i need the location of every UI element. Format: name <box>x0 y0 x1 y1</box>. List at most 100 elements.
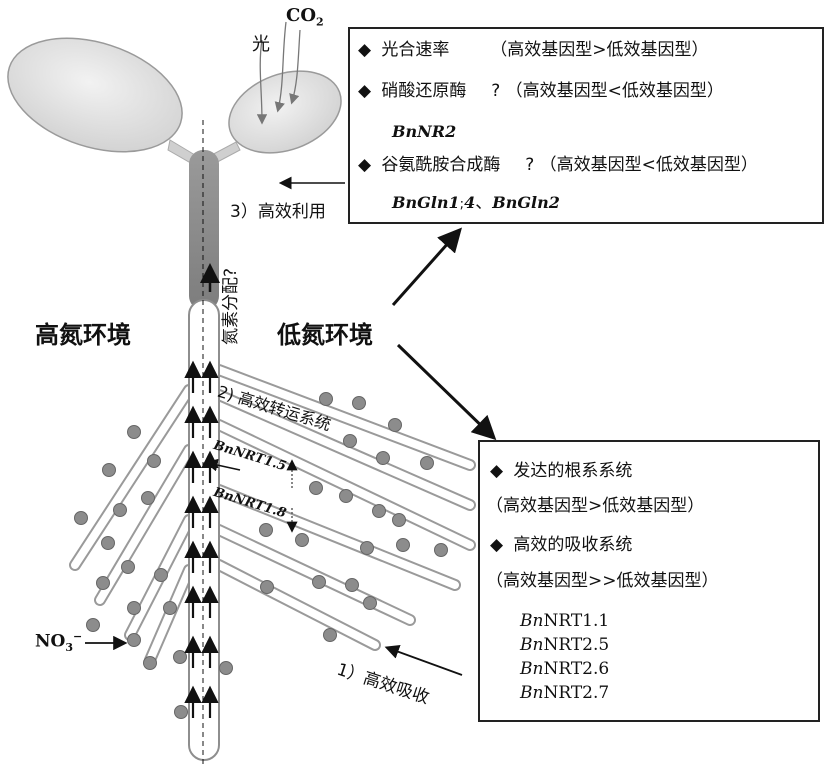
right-lateral-root-inner <box>215 526 414 624</box>
efficient-use-label: 3）高效利用 <box>230 202 326 222</box>
nitrate-granule <box>127 425 141 439</box>
nitrate-granule <box>174 705 188 719</box>
right-lateral-roots <box>213 364 476 651</box>
gene-prefix: Bn <box>520 635 544 655</box>
nitrate-granule <box>141 491 155 505</box>
gs-gene-a: BnGln1 <box>392 193 460 212</box>
efficient-uptake-arrow <box>384 644 463 676</box>
nrt15-arrow <box>204 458 241 472</box>
nitrate-granule <box>163 601 177 615</box>
high-nitrogen-label: 高氮环境 <box>35 321 131 349</box>
nitrate-granule <box>360 541 374 555</box>
gene-name: NRT2.7 <box>543 683 610 703</box>
nitrate-granule <box>295 533 309 547</box>
gs-gene-sep: ; <box>459 197 465 212</box>
diamond-bullet-icon: ◆ <box>358 81 372 101</box>
uptake-system-note: （高效基因型>>低效基因型） <box>486 571 719 591</box>
co2-text: CO <box>286 5 317 26</box>
gene-row: BnNRT2.5 <box>520 634 609 656</box>
co2-label: CO2 <box>286 5 324 29</box>
right-lateral-root-inner <box>215 421 474 549</box>
nitrate-granule <box>309 481 323 495</box>
nitrate-granule <box>113 503 127 517</box>
nitrate-granule <box>352 396 366 410</box>
nitrate-reductase-note: （高效基因型<低效基因型） <box>505 81 724 101</box>
nr-gene: BnNR2 <box>392 122 457 141</box>
nitrate-granule <box>345 578 359 592</box>
top-item-1: ◆ 光合速率 （高效基因型>低效基因型） <box>358 39 708 61</box>
gene-prefix: Bn <box>520 659 544 679</box>
nitrate-label: NO3− <box>35 630 82 654</box>
right-lateral-root-inner <box>215 366 474 469</box>
to-top-box-arrow <box>391 227 462 306</box>
nitrate-granule <box>396 538 410 552</box>
bottom-item-2: ◆ 高效的吸收系统 <box>490 534 632 556</box>
nitrate-granule <box>392 513 406 527</box>
gene-name: NRT2.6 <box>543 659 610 679</box>
nitrate-granule <box>102 463 116 477</box>
root-system-label: 发达的根系系统 <box>513 461 633 481</box>
root-system-note: （高效基因型>低效基因型） <box>486 496 705 516</box>
gene-name: NRT2.5 <box>543 635 610 655</box>
glutamine-synthetase-note: （高效基因型<低效基因型） <box>539 155 758 175</box>
nitrate-granule <box>219 661 233 675</box>
top-item-3: ◆ 谷氨酰胺合成酶 ? （高效基因型<低效基因型） <box>358 154 758 176</box>
photosynthesis-note: （高效基因型>低效基因型） <box>490 40 709 60</box>
nitrate-granule <box>86 618 100 632</box>
to-bottom-box-arrow <box>396 343 497 441</box>
nitrate-granule <box>420 456 434 470</box>
nitrate-granule <box>143 656 157 670</box>
shoot-mechanism-box: ◆ 光合速率 （高效基因型>低效基因型） ◆ 硝酸还原酶 ? （高效基因型<低效… <box>348 27 824 224</box>
nitrate-granule <box>434 543 448 557</box>
stem <box>189 150 219 310</box>
nitrate-granule <box>154 568 168 582</box>
left-lateral-root-inner <box>71 386 193 569</box>
nitrate-granule <box>127 601 141 615</box>
gs-gene-d: BnGln2 <box>492 193 560 212</box>
left-lateral-roots <box>69 384 195 666</box>
gs-gene-b: 4 <box>464 193 476 212</box>
nitrate-granule <box>121 560 135 574</box>
glutamine-synthetase-label: 谷氨酰胺合成酶 <box>381 155 501 175</box>
nitrate-granule <box>372 504 386 518</box>
nitrate-granule <box>74 511 88 525</box>
nitrogen-allocation-label: 氮素分配? <box>221 267 241 345</box>
gene-row: BnNRT2.7 <box>520 682 609 704</box>
gs-gene-c: 、 <box>475 193 493 213</box>
gene-prefix: Bn <box>520 611 544 631</box>
nitrate-superscript: − <box>73 630 83 643</box>
gene-name: NRT1.1 <box>543 611 610 631</box>
nitrate-granule <box>339 489 353 503</box>
top-item-2: ◆ 硝酸还原酶 ? （高效基因型<低效基因型） <box>358 80 724 102</box>
diamond-bullet-icon: ◆ <box>490 461 504 481</box>
bottom-item-1: ◆ 发达的根系系统 <box>490 460 632 482</box>
nitrate-granule <box>376 451 390 465</box>
light-co2-arrows <box>256 21 301 125</box>
uptake-system-label: 高效的吸收系统 <box>513 535 633 555</box>
nitrate-granule <box>319 392 333 406</box>
right-lateral-root-inner <box>215 561 379 649</box>
nitrate-granule <box>96 576 110 590</box>
nitrate-granule <box>147 454 161 468</box>
nitrate-granule <box>260 580 274 594</box>
right-lateral-root-inner <box>215 486 459 589</box>
nitrate-text: NO <box>35 631 66 652</box>
seedling-shoot <box>7 37 342 310</box>
root-upward-arrows <box>184 360 219 718</box>
nitrate-granule <box>101 536 115 550</box>
nitrate-granule <box>323 628 337 642</box>
right-cotyledon <box>228 70 342 154</box>
left-lateral-root-inner <box>96 446 193 604</box>
nitrate-granules <box>74 392 448 719</box>
nitrate-granule <box>343 434 357 448</box>
diamond-bullet-icon: ◆ <box>358 40 372 60</box>
photosynthesis-label: 光合速率 <box>381 40 450 60</box>
diamond-bullet-icon: ◆ <box>358 155 372 175</box>
co2-subscript: 2 <box>316 15 324 29</box>
nitrate-granule <box>259 523 273 537</box>
diamond-bullet-icon: ◆ <box>490 535 504 555</box>
left-lateral-root-inner <box>146 566 193 664</box>
gs-genes: BnGln1;4、BnGln2 <box>392 192 560 216</box>
root-mechanism-box: ◆ 发达的根系系统 （高效基因型>低效基因型） ◆ 高效的吸收系统 （高效基因型… <box>478 440 820 722</box>
left-cotyledon <box>7 37 183 153</box>
